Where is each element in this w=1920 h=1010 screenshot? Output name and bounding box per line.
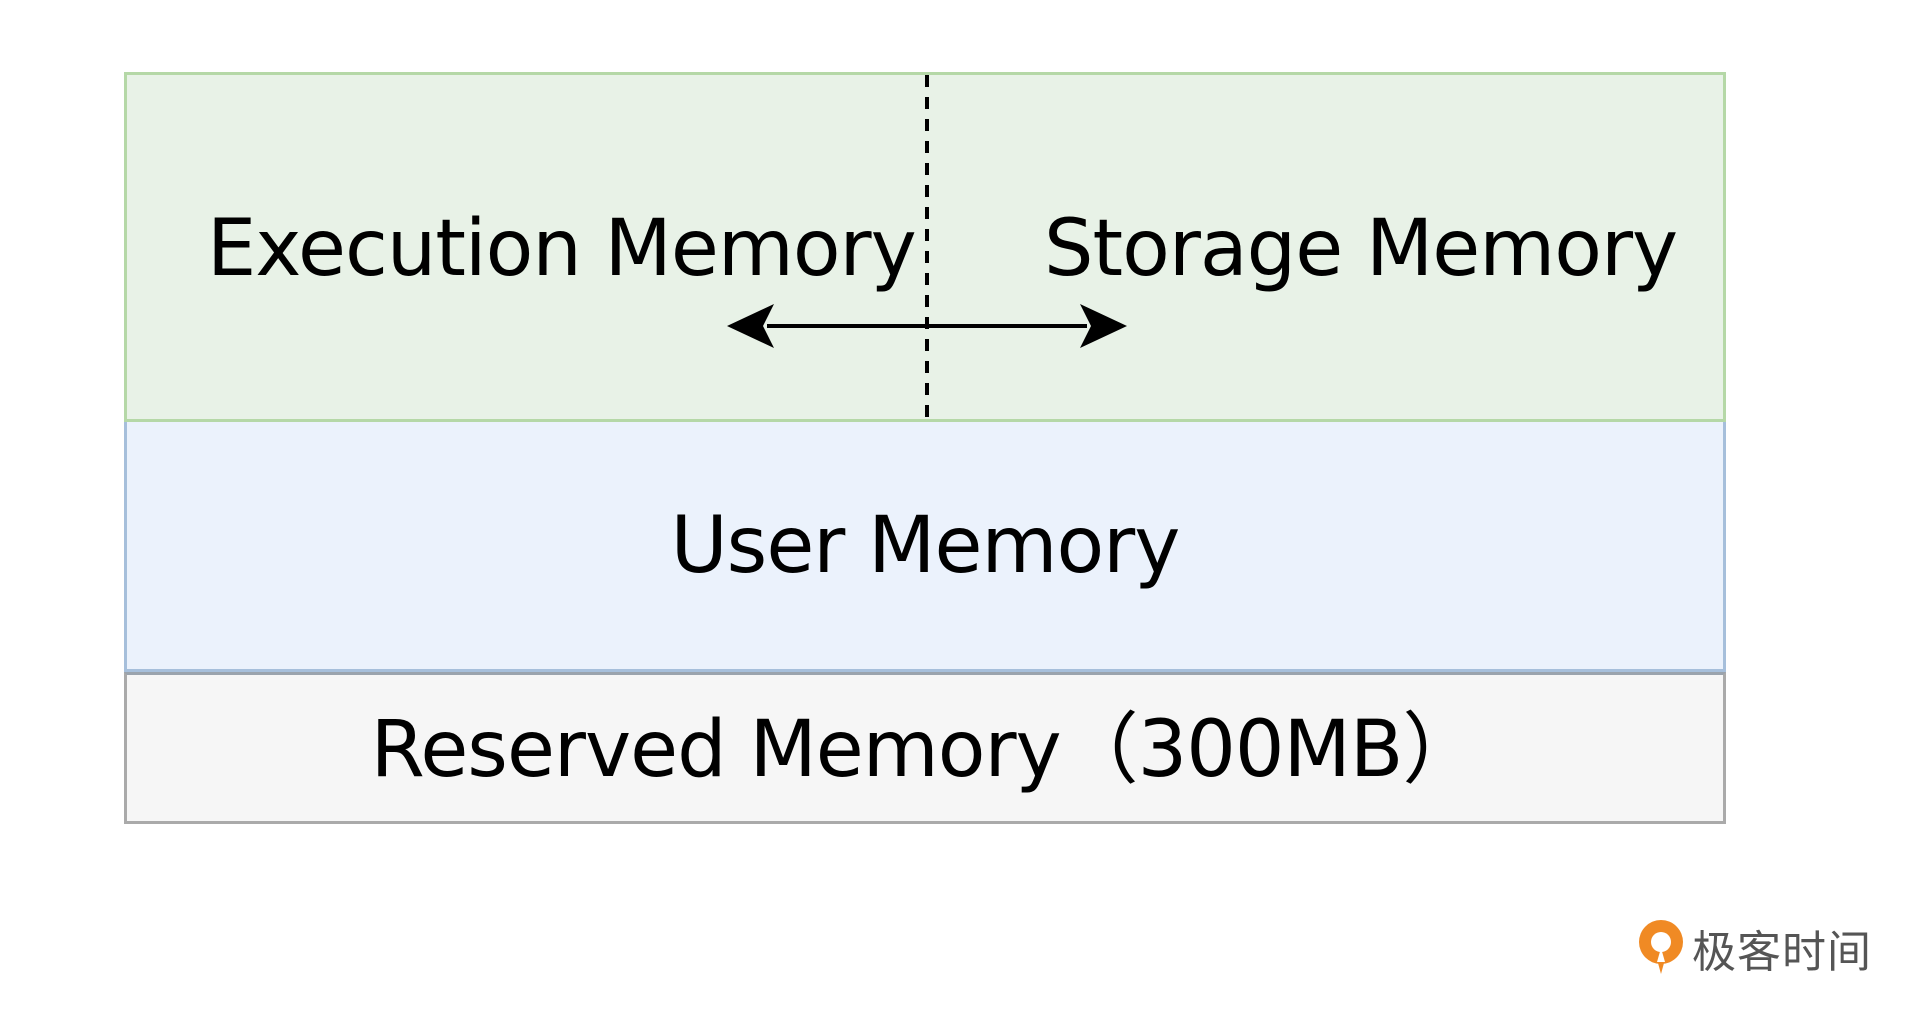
user-memory-label: User Memory — [670, 501, 1181, 591]
geektime-logo: 极客时间 — [1634, 918, 1872, 978]
reserved-memory-block: Reserved Memory（300MB） — [124, 672, 1726, 824]
unified-memory-block: Execution Memory Storage Memory — [124, 72, 1726, 422]
memory-layout-diagram: Execution Memory Storage Memory User Mem… — [124, 72, 1726, 824]
geektime-logo-text: 极客时间 — [1692, 927, 1872, 978]
geektime-logo-icon — [1639, 920, 1683, 974]
unified-memory-overlay — [727, 75, 1127, 419]
double-headed-arrow-icon — [727, 304, 1127, 348]
execution-memory-label: Execution Memory — [207, 204, 917, 294]
reserved-memory-label: Reserved Memory（300MB） — [370, 705, 1481, 795]
user-memory-block: User Memory — [124, 422, 1726, 672]
storage-memory-label: Storage Memory — [1044, 204, 1678, 294]
